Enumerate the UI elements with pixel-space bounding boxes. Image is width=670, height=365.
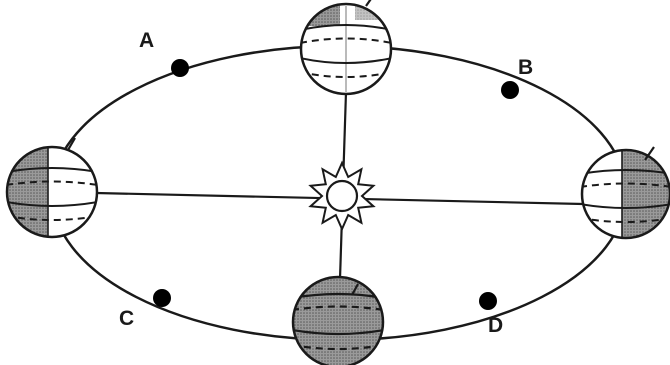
earth-globe-left-icon: [5, 137, 99, 239]
sun-icon: [308, 160, 376, 232]
earth-globe-top-icon: [299, 0, 393, 96]
position-dot-b: [501, 81, 519, 99]
position-dot-d: [479, 292, 497, 310]
position-dot-a: [171, 59, 189, 77]
position-dot-c: [153, 289, 171, 307]
position-label-a: A: [139, 29, 154, 52]
position-label-c: C: [119, 307, 134, 330]
earth-globe-right-icon: [580, 146, 670, 240]
earth-globe-bottom-icon: [291, 275, 385, 365]
position-label-d: D: [488, 314, 503, 337]
position-label-b: B: [518, 56, 533, 79]
